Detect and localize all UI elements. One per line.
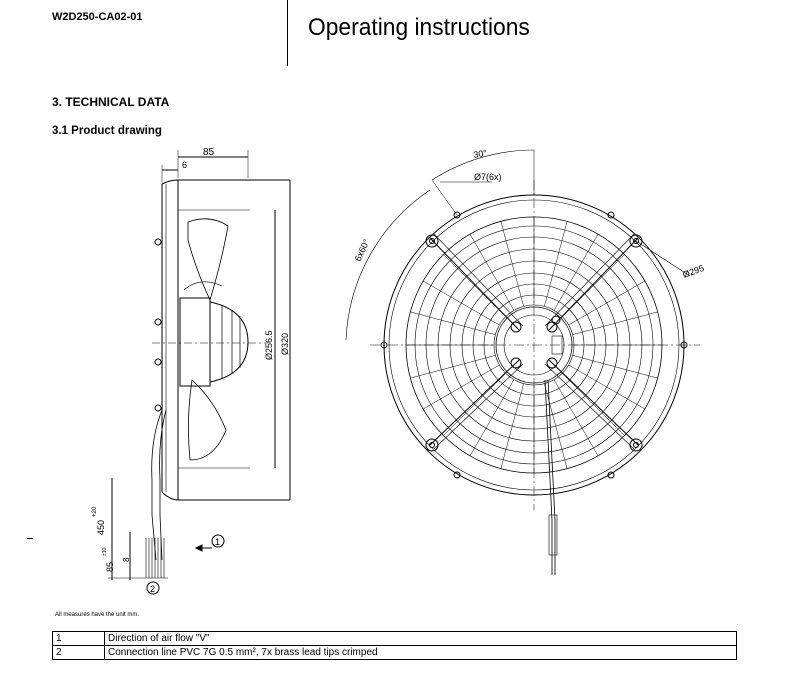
guard-spoke	[443, 254, 506, 317]
guard-spoke	[423, 364, 500, 410]
guard-spoke	[544, 383, 568, 469]
dim-6: 6	[182, 160, 187, 170]
dim-dia-256: Ø256.5	[264, 330, 274, 360]
dim-cable-85-tol: ±10	[102, 547, 108, 556]
guard-spoke	[410, 311, 496, 335]
dim-angle-6x60: 6x60°	[353, 237, 372, 263]
table-row: 2 Connection line PVC 7G 0.5 mm², 7x bra…	[52, 645, 737, 660]
model-number: W2D250-CA02-01	[52, 11, 143, 23]
guard-spoke	[423, 280, 500, 326]
header-divider	[287, 0, 288, 66]
guard-spoke	[568, 364, 645, 410]
dim-85: 85	[203, 147, 215, 158]
guard-spoke	[500, 383, 524, 469]
units-note: All measures have the unit mm.	[55, 612, 140, 618]
dim-dia-295: Ø295	[681, 263, 705, 280]
section-heading: 3. TECHNICAL DATA	[52, 95, 170, 109]
guard-spoke	[410, 355, 496, 379]
legend-table: 1 Direction of air flow "V" 2 Connection…	[52, 631, 737, 660]
legend-text: Connection line PVC 7G 0.5 mm², 7x brass…	[104, 645, 737, 660]
guard-spoke	[562, 254, 625, 317]
dim-angle-30: 30°	[473, 148, 489, 160]
table-row: 1 Direction of air flow "V"	[52, 631, 737, 646]
front-view	[345, 149, 700, 575]
legend-num: 2	[52, 645, 105, 660]
dim-hole: Ø7(6x)	[474, 172, 502, 182]
dim-cable-8: 8	[122, 557, 131, 562]
dim-cable-450: 450	[96, 520, 106, 535]
guard-spoke	[562, 373, 625, 436]
product-drawing: 85 6 Ø256.5 Ø320 450 +20 85 ±10 8 1 2	[92, 147, 706, 595]
guard-spoke	[544, 221, 568, 307]
dim-cable-85: 85	[105, 562, 115, 572]
guard-spoke	[572, 355, 658, 379]
guard-spoke	[469, 379, 515, 456]
side-view-dims: 85 6 Ø256.5 Ø320 450 +20 85 ±10 8 1 2	[92, 147, 290, 594]
dim-dia-320: Ø320	[280, 333, 290, 355]
subsection-heading: 3.1 Product drawing	[52, 125, 162, 137]
guard-spoke	[572, 311, 658, 335]
side-view	[108, 150, 291, 595]
guard-spoke	[469, 234, 515, 311]
guard-spoke	[568, 280, 645, 326]
guard-spoke	[443, 373, 506, 436]
callout-2: 2	[150, 584, 155, 594]
front-view-dims: 30° Ø7(6x) 6x60° Ø295	[353, 148, 706, 280]
guard-spoke	[553, 234, 599, 311]
guard-spoke	[553, 379, 599, 456]
callout-1: 1	[215, 537, 220, 547]
margin-mark	[27, 538, 33, 539]
guard-spoke	[500, 221, 524, 307]
dim-cable-450-tol: +20	[92, 506, 98, 517]
document-title: Operating instructions	[308, 14, 530, 41]
legend-num: 1	[52, 631, 105, 646]
legend-text: Direction of air flow "V"	[104, 631, 737, 646]
